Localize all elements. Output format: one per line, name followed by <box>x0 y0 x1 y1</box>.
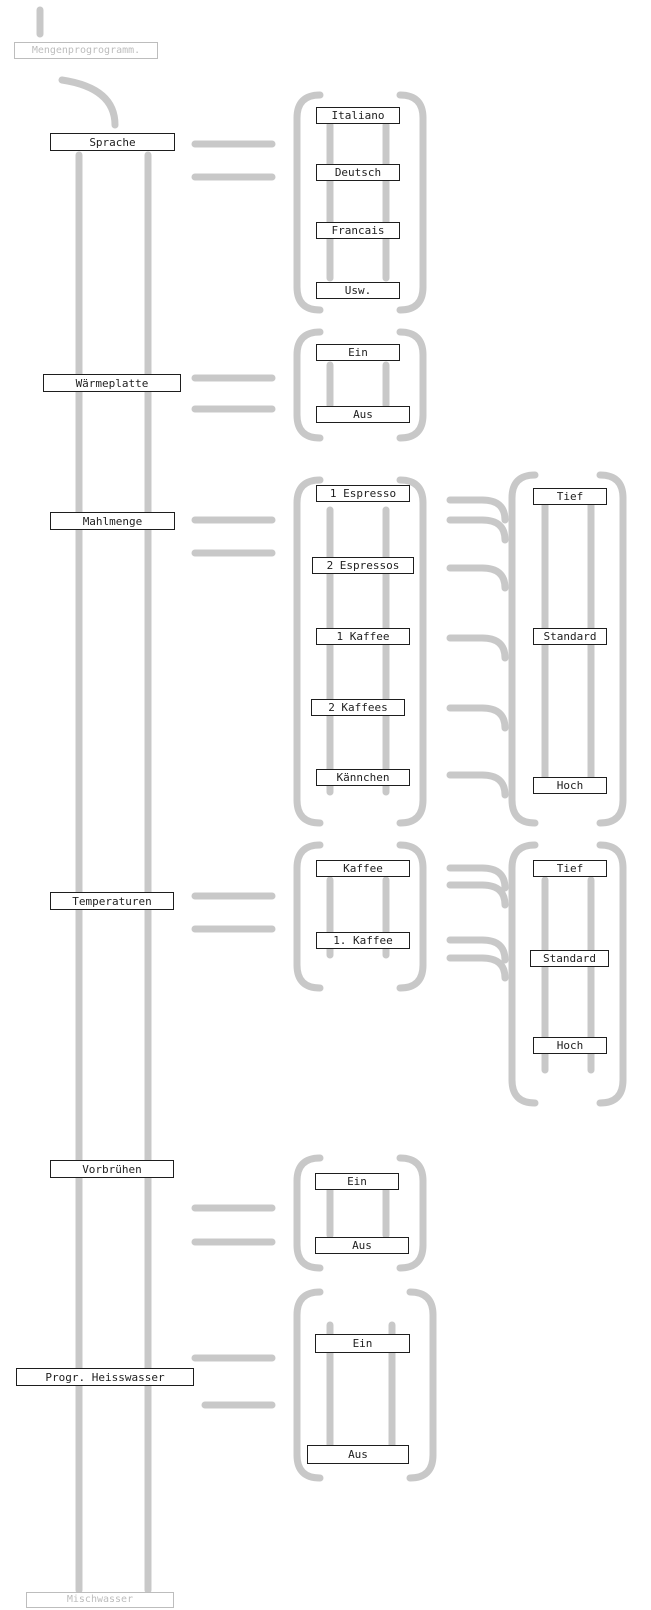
menu-waermeplatte: Wärmeplatte <box>43 374 181 392</box>
suboption-mahlmenge-hoch: Hoch <box>533 777 607 794</box>
suboption-temperaturen-tief: Tief <box>533 860 607 877</box>
option-heisswasser-ein: Ein <box>315 1334 410 1353</box>
option-mahlmenge-2-kaffees: 2 Kaffees <box>311 699 405 716</box>
option-sprache-deutsch: Deutsch <box>316 164 400 181</box>
top-program-box: Mengenprogrogramm. <box>14 42 158 59</box>
option-waermeplatte-ein: Ein <box>316 344 400 361</box>
menu-temperaturen: Temperaturen <box>50 892 174 910</box>
option-waermeplatte-aus: Aus <box>316 406 410 423</box>
menu-sprache: Sprache <box>50 133 175 151</box>
option-vorbruehen-ein: Ein <box>315 1173 399 1190</box>
option-mahlmenge-kaennchen: Kännchen <box>316 769 410 786</box>
option-temperaturen-kaffee: Kaffee <box>316 860 410 877</box>
option-sprache-usw: Usw. <box>316 282 400 299</box>
suboption-mahlmenge-standard: Standard <box>533 628 607 645</box>
option-sprache-francais: Francais <box>316 222 400 239</box>
option-mahlmenge-1-kaffee: 1 Kaffee <box>316 628 410 645</box>
suboption-temperaturen-hoch: Hoch <box>533 1037 607 1054</box>
option-mahlmenge-2-espressos: 2 Espressos <box>312 557 414 574</box>
option-mahlmenge-1-espresso: 1 Espresso <box>316 485 410 502</box>
option-sprache-italiano: Italiano <box>316 107 400 124</box>
suboption-mahlmenge-tief: Tief <box>533 488 607 505</box>
option-heisswasser-aus: Aus <box>307 1445 409 1464</box>
menu-vorbruehen: Vorbrühen <box>50 1160 174 1178</box>
suboption-temperaturen-standard: Standard <box>530 950 609 967</box>
option-temperaturen-1-kaffee: 1. Kaffee <box>316 932 410 949</box>
menu-mahlmenge: Mahlmenge <box>50 512 175 530</box>
option-vorbruehen-aus: Aus <box>315 1237 409 1254</box>
menu-progr-heisswasser: Progr. Heisswasser <box>16 1368 194 1386</box>
bottom-mischwasser-box: Mischwasser <box>26 1592 174 1608</box>
